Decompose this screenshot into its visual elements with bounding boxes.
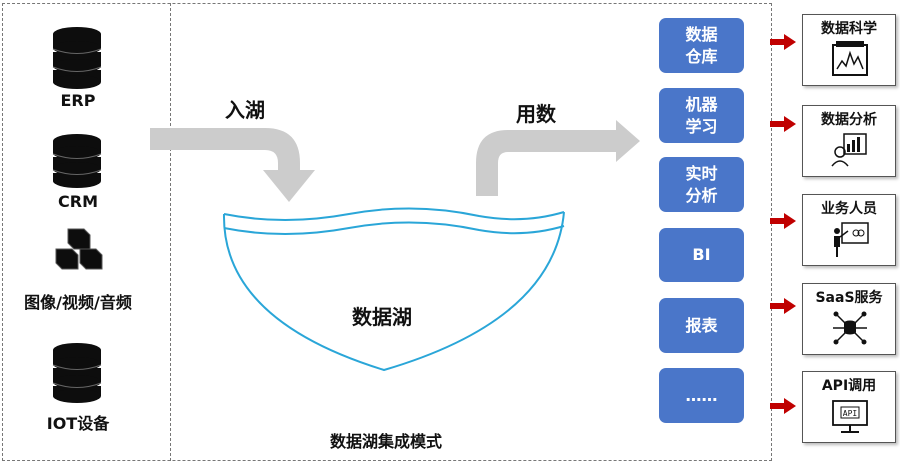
- consume-label: 用数: [516, 102, 556, 126]
- lake-label: 数据湖: [352, 305, 412, 329]
- role-card-data-science: 数据科学: [802, 14, 896, 86]
- consume-arrow-icon: [476, 120, 640, 196]
- api-monitor-icon: API: [832, 400, 868, 433]
- role-card-data-analysis: 数据分析: [802, 105, 896, 177]
- role-title: 业务人员: [821, 201, 877, 217]
- arrow-right-icon: [770, 298, 796, 314]
- chart-board-icon: [832, 41, 868, 76]
- analyst-icon: [831, 133, 867, 167]
- presenter-icon: [834, 222, 869, 257]
- use-machine-learning: 机器 学习: [659, 88, 744, 143]
- svg-text:API: API: [843, 409, 858, 418]
- use-realtime-analysis: 实时 分析: [659, 157, 744, 212]
- arrow-right-icon: [770, 398, 796, 414]
- use-data-warehouse: 数据 仓库: [659, 18, 744, 73]
- role-title: SaaS服务: [815, 290, 883, 306]
- sources-divider: [170, 3, 171, 461]
- role-title: 数据科学: [821, 21, 877, 37]
- network-icon: [833, 311, 867, 345]
- diagram-frame: [2, 3, 772, 461]
- role-card-business-users: 业务人员: [802, 194, 896, 266]
- use-more: ……: [659, 368, 744, 423]
- role-title: API调用: [821, 378, 877, 394]
- arrow-right-icon: [770, 213, 796, 229]
- source-label-iot: IOT设备: [46, 414, 110, 433]
- data-lake-basin: [222, 207, 565, 372]
- arrow-right-icon: [770, 116, 796, 132]
- ingest-arrow-icon: [150, 128, 315, 202]
- arrow-right-icon: [770, 34, 796, 50]
- diagram-caption: 数据湖集成模式: [330, 432, 443, 451]
- role-card-api: API调用 API: [802, 371, 896, 443]
- use-reports: 报表: [659, 298, 744, 353]
- source-label-erp: ERP: [60, 91, 96, 110]
- use-bi: BI: [659, 228, 744, 282]
- ingest-label: 入湖: [225, 98, 265, 122]
- role-card-saas: SaaS服务: [802, 283, 896, 355]
- database-icon: [52, 134, 102, 188]
- database-icon: [52, 343, 102, 403]
- role-title: 数据分析: [821, 112, 877, 128]
- source-label-crm: CRM: [58, 192, 98, 211]
- database-icon: [52, 27, 102, 89]
- cubes-icon: [55, 228, 103, 270]
- source-label-media: 图像/视频/音频: [24, 293, 132, 312]
